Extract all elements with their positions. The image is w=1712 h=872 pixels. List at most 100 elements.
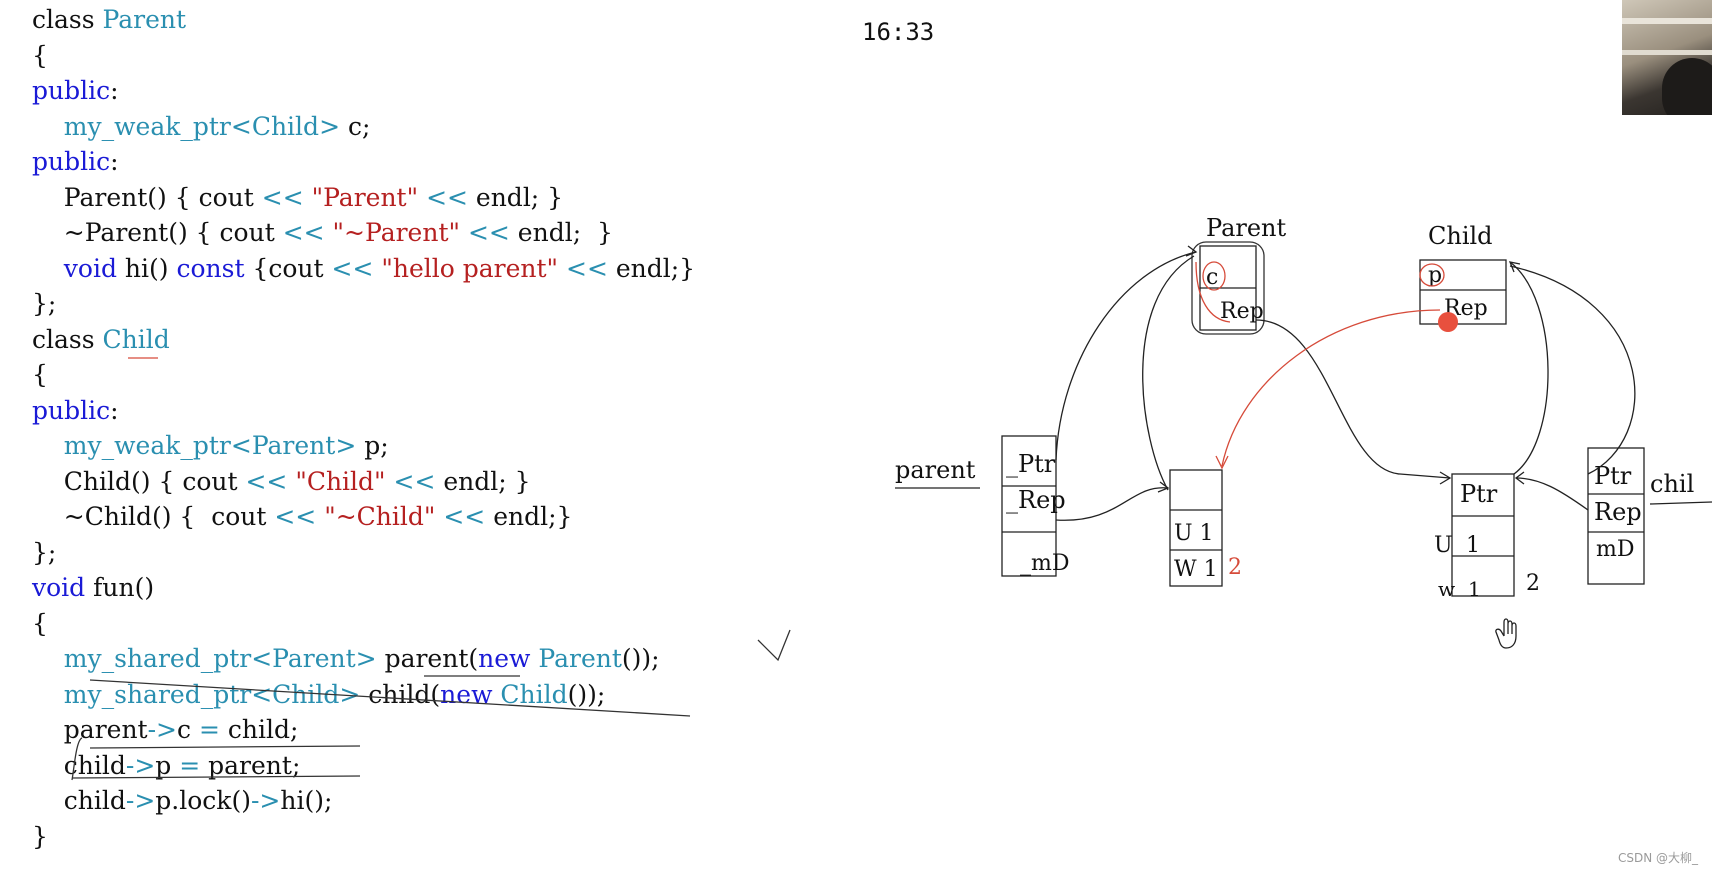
code-token: Child xyxy=(102,324,170,354)
code-line: { xyxy=(32,606,695,642)
code-token: public xyxy=(32,395,111,425)
arrow-parent-rep-to-refcount xyxy=(1055,487,1169,521)
code-token: "Child" xyxy=(295,466,386,496)
code-token: my_shared_ptr xyxy=(63,644,252,673)
code-line: class Parent xyxy=(32,2,695,38)
code-token: public xyxy=(32,76,111,105)
code-token: class xyxy=(32,324,103,354)
code-token: << xyxy=(393,466,436,496)
clock-readout: 16:33 xyxy=(862,18,935,46)
underline-assign-1 xyxy=(89,745,361,749)
code-token: class xyxy=(32,5,103,34)
code-token: -> xyxy=(125,786,156,815)
code-token: Parent xyxy=(251,431,336,460)
pointer-cursor-dot xyxy=(1438,312,1458,332)
code-token: Parent xyxy=(272,644,356,673)
code-token: "~Child" xyxy=(324,502,436,531)
code-token: my_weak_ptr xyxy=(63,111,231,141)
parent-field-c: c xyxy=(1206,265,1218,290)
code-token: = xyxy=(179,750,201,780)
bracket-annotation xyxy=(71,737,83,781)
code-token: Parent() { cout xyxy=(32,182,262,212)
code-token: }; xyxy=(32,289,57,318)
code-token: -> xyxy=(250,786,281,815)
code-token: hi(); xyxy=(280,786,333,815)
code-token: ~Child() { cout xyxy=(32,502,275,531)
code-token: parent xyxy=(32,715,148,744)
child-var-ptr: Ptr xyxy=(1594,462,1632,490)
code-token: -> xyxy=(147,715,177,744)
code-line: public: xyxy=(32,393,695,429)
code-token: ~Parent() { cout xyxy=(32,218,283,247)
code-token: < xyxy=(251,679,273,709)
refcount-right-u-label: U xyxy=(1434,533,1453,558)
underline-assign-2 xyxy=(71,775,361,779)
code-line: void hi() const {cout << "hello parent" … xyxy=(32,251,695,287)
refcount-right-u-value: 1 xyxy=(1466,533,1480,558)
code-token: fun() xyxy=(85,573,155,602)
code-token: hi() xyxy=(116,253,177,283)
code-token: << xyxy=(245,466,288,496)
refcount-right-note: 2 xyxy=(1526,571,1540,596)
code-token: > xyxy=(355,644,377,673)
checkmark-annotation xyxy=(757,629,791,662)
code-token: "Parent" xyxy=(311,182,419,212)
child-var-box xyxy=(1587,447,1645,585)
code-line: my_shared_ptr<Child> child(new Child()); xyxy=(32,677,695,713)
refcount-left-w: W 1 xyxy=(1174,557,1218,582)
code-token: << xyxy=(282,218,325,247)
code-token: << xyxy=(274,502,317,531)
code-token: my_weak_ptr xyxy=(63,431,231,460)
parent-var-label: parent xyxy=(895,456,976,484)
child-object-box xyxy=(1419,259,1507,325)
hand-cursor-icon xyxy=(1495,618,1517,649)
code-token: "~Parent" xyxy=(332,218,460,247)
refcount-right-w-value: 1 xyxy=(1468,577,1481,601)
code-token: endl; } xyxy=(509,218,613,247)
code-token: public xyxy=(32,147,111,176)
code-token: { xyxy=(32,360,48,389)
code-token: < xyxy=(230,111,252,141)
arrow-parent-ptr-to-parent xyxy=(1055,251,1197,461)
code-token: child( xyxy=(360,679,441,709)
code-line: child->p.lock()->hi(); xyxy=(32,783,695,819)
arrow-child-ptr-to-child xyxy=(1509,265,1636,475)
code-line: ~Parent() { cout << "~Parent" << endl; } xyxy=(32,215,695,251)
code-token: << xyxy=(261,182,304,212)
code-token: < xyxy=(230,431,252,460)
code-token: << xyxy=(331,253,374,283)
code-token: p; xyxy=(356,431,389,460)
code-token: child; xyxy=(219,715,299,744)
arrow-child-p-to-left-refcount xyxy=(1221,309,1441,467)
code-line: Child() { cout << "Child" << endl; } xyxy=(32,464,695,500)
code-token: << xyxy=(426,182,468,212)
code-token: c xyxy=(177,715,199,744)
code-line: public: xyxy=(32,144,695,180)
code-line: { xyxy=(32,357,695,393)
code-line: void fun() xyxy=(32,570,695,606)
refcount-right-w-label: w xyxy=(1438,577,1455,601)
arrow-child-rep-to-refcount xyxy=(1515,477,1589,511)
child-object-title: Child xyxy=(1428,222,1493,250)
arrow-right-refcount-to-child xyxy=(1509,261,1549,475)
code-token: }; xyxy=(32,537,57,567)
code-token: const xyxy=(176,253,245,283)
code-token: parent( xyxy=(376,644,479,673)
code-line: my_weak_ptr<Child> c; xyxy=(32,109,695,145)
code-token: ()); xyxy=(621,644,660,673)
code-line: parent->c = child; xyxy=(32,712,695,748)
watermark: CSDN @大柳_ xyxy=(1617,851,1698,865)
parent-var-box xyxy=(1001,435,1057,577)
code-token: "hello parent" xyxy=(381,253,559,283)
parent-var-ptr: _Ptr xyxy=(1006,450,1056,478)
code-token: Parent xyxy=(102,5,187,34)
underline-child-line xyxy=(89,679,691,717)
parent-object-title: Parent xyxy=(1206,214,1287,242)
code-line: }; xyxy=(32,286,695,322)
code-token: { xyxy=(32,608,48,638)
code-line: class Child xyxy=(32,322,695,358)
code-line: my_weak_ptr<Parent> p; xyxy=(32,428,695,464)
code-token: { xyxy=(32,40,48,70)
child-var-label: chil xyxy=(1650,470,1694,498)
code-token: void xyxy=(63,253,117,283)
